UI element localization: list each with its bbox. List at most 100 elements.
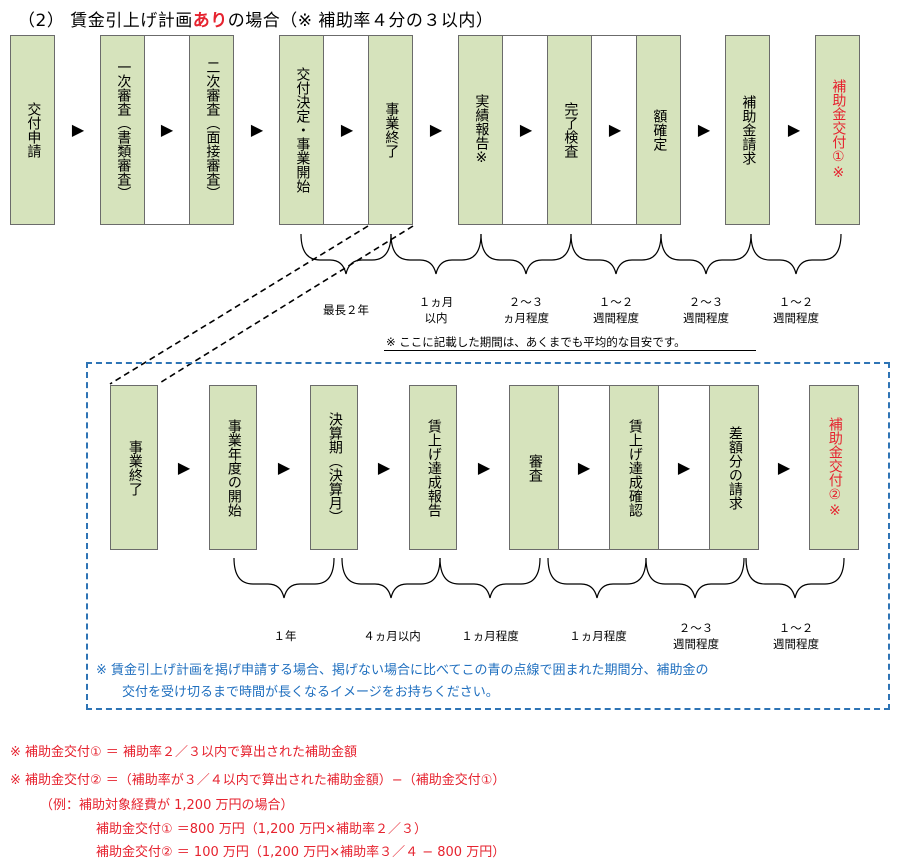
arrow-right-icon: ▶ <box>429 120 443 139</box>
footnote-example-2: 補助金交付② ＝ 100 万円（1,200 万円×補助率３／４ − 800 万円… <box>96 845 506 860</box>
step-label: 実績報告※ <box>473 94 490 166</box>
spacer-box <box>502 35 548 225</box>
step-label: 事業終了 <box>126 439 143 496</box>
spacer-box <box>323 35 369 225</box>
blue-note-line-1: ※ 賃金引上げ計画を掲げ申請する場合、掲げない場合に比べてこの青の点線で囲まれた… <box>96 663 709 678</box>
duration-label: １ヵ月 以内 <box>390 294 482 326</box>
brace-top-6 <box>750 233 842 275</box>
arrow-right-icon: ▶ <box>71 120 85 139</box>
step-wage-confirmation: 賃上げ達成確認 <box>609 385 659 550</box>
dashed-connector-left <box>109 225 369 385</box>
duration-1-month: １ヵ月程度 <box>569 629 627 643</box>
duration-1-month: １ヵ月程度 <box>461 629 519 643</box>
step-project-end-2: 事業終了 <box>110 385 158 550</box>
footnote-subsidy-2: ※ 補助金交付② ＝（補助率が３／４以内で算出された補助金額）−（補助金交付①） <box>10 773 506 788</box>
blue-note-line-2: 交付を受け切るまで時間が長くなるイメージをお持ちください。 <box>122 685 499 700</box>
duration-line: １〜２ <box>778 295 814 309</box>
duration-line: 週間程度 <box>683 311 729 325</box>
duration-line: ２〜３ <box>508 295 544 309</box>
spacer-box <box>144 35 190 225</box>
duration-line: １〜２ <box>778 621 814 635</box>
footnote-example-1: 補助金交付① ＝800 万円（1,200 万円×補助率２／３） <box>96 822 427 837</box>
brace-top-3 <box>480 233 572 275</box>
spacer-box <box>591 35 637 225</box>
arrow-right-icon: ▶ <box>340 120 354 139</box>
step-application: 交付申請 <box>10 35 55 225</box>
footnote-example-header: （例：補助対象経費が 1,200 万円の場合） <box>40 798 294 813</box>
brace-bottom-6 <box>745 557 845 599</box>
step-label: 補助金交付②※ <box>826 416 843 519</box>
brace-top-1 <box>300 233 392 275</box>
step-second-review: 二次審査（面接審査） <box>189 35 234 225</box>
duration-line: ２〜３ <box>688 295 724 309</box>
brace-bottom-5 <box>645 557 745 599</box>
duration-line: １ヵ月 <box>418 295 454 309</box>
period-disclaimer: ※ ここに記載した期間は、あくまでも平均的な目安です。 <box>386 335 686 349</box>
arrow-right-icon: ▶ <box>519 120 533 139</box>
step-label: 二次審査（面接審査） <box>204 60 221 200</box>
duration-4-months: ４ヵ月以内 <box>363 629 421 643</box>
brace-bottom-3 <box>439 557 541 599</box>
step-first-review: 一次審査（書類審査） <box>100 35 145 225</box>
step-label: 補助金交付①※ <box>830 79 847 181</box>
step-label: 決算期（決算月） <box>326 411 343 524</box>
duration-label: ２〜３ ヵ月程度 <box>480 294 572 326</box>
step-amount-confirmation: 額確定 <box>636 35 681 225</box>
step-settlement-period: 決算期（決算月） <box>310 385 358 550</box>
step-review: 審査 <box>509 385 559 550</box>
step-subsidy-request: 補助金請求 <box>725 35 770 225</box>
arrow-right-icon: ▶ <box>477 458 491 477</box>
arrow-right-icon: ▶ <box>777 458 791 477</box>
spacer-box <box>558 385 610 550</box>
arrow-right-icon: ▶ <box>160 120 174 139</box>
step-grant-decision: 交付決定・事業開始 <box>279 35 324 225</box>
brace-bottom-4 <box>547 557 647 599</box>
duration-line: 以内 <box>424 311 448 325</box>
arrow-right-icon: ▶ <box>608 120 622 139</box>
step-label: 額確定 <box>651 109 668 151</box>
step-label: 審査 <box>526 453 543 482</box>
arrow-right-icon: ▶ <box>277 458 291 477</box>
step-wage-report: 賃上げ達成報告 <box>409 385 457 550</box>
arrow-right-icon: ▶ <box>787 120 801 139</box>
step-label: 補助金請求 <box>740 95 757 165</box>
disclaimer-underline <box>384 350 756 351</box>
title-prefix: （2） 賃金引上げ計画 <box>18 11 193 31</box>
brace-bottom-2 <box>341 557 441 599</box>
brace-top-4 <box>570 233 662 275</box>
brace-bottom-1 <box>233 557 335 599</box>
duration-line: 週間程度 <box>593 311 639 325</box>
duration-label: １〜２ 週間程度 <box>750 294 842 326</box>
step-label: 事業年度の開始 <box>225 418 242 517</box>
duration-line: ２〜３ <box>678 621 714 635</box>
title-suffix: の場合（※ 補助率４分の３以内） <box>227 11 494 31</box>
duration-1-year: １年 <box>273 629 297 643</box>
step-difference-request: 差額分の請求 <box>709 385 759 550</box>
title-highlight: あり <box>192 11 228 31</box>
step-label: 賃上げ達成報告 <box>425 418 442 517</box>
step-fiscal-year-start: 事業年度の開始 <box>209 385 257 550</box>
brace-top-2 <box>390 233 482 275</box>
spacer-box <box>658 385 710 550</box>
step-subsidy-payment-2: 補助金交付②※ <box>809 385 859 550</box>
duration-label: ２〜３ 週間程度 <box>648 620 744 652</box>
arrow-right-icon: ▶ <box>177 458 191 477</box>
duration-label: １〜２ 週間程度 <box>570 294 662 326</box>
step-label: 交付申請 <box>25 102 42 158</box>
duration-line: ヵ月程度 <box>503 311 549 325</box>
step-label: 完了検査 <box>562 102 579 158</box>
duration-label: １〜２ 週間程度 <box>748 620 844 652</box>
arrow-right-icon: ▶ <box>677 458 691 477</box>
step-subsidy-payment-1: 補助金交付①※ <box>815 35 860 225</box>
step-label: 事業終了 <box>383 102 400 158</box>
arrow-right-icon: ▶ <box>377 458 391 477</box>
extended-period-region <box>86 362 890 710</box>
step-label: 賃上げ達成確認 <box>626 418 643 517</box>
duration-label: ２〜３ 週間程度 <box>660 294 752 326</box>
section-title: （2） 賃金引上げ計画ありの場合（※ 補助率４分の３以内） <box>18 6 493 31</box>
duration-line: 週間程度 <box>773 311 819 325</box>
step-label: 一次審査（書類審査） <box>115 60 132 200</box>
step-performance-report: 実績報告※ <box>458 35 503 225</box>
duration-line: 週間程度 <box>673 637 719 651</box>
